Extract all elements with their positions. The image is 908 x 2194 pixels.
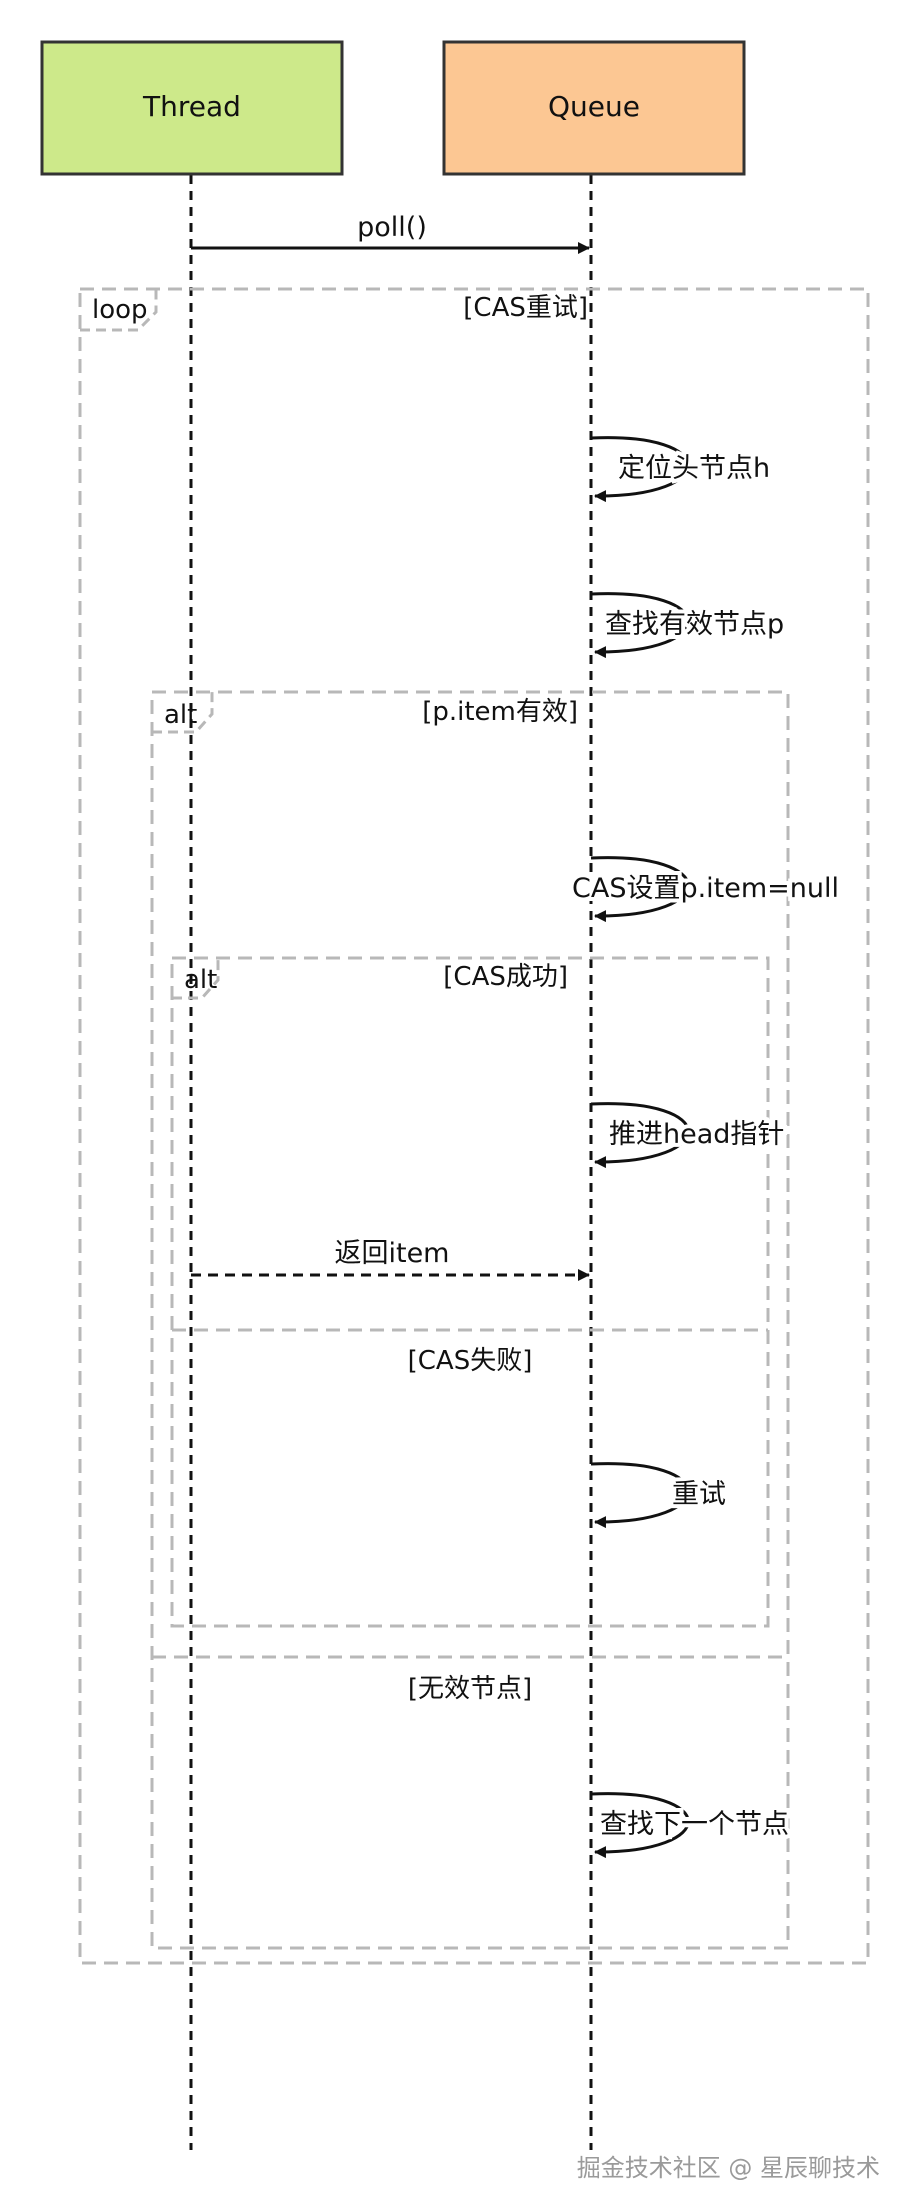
message-return-item-label: 返回item (334, 1238, 449, 1269)
message-find-next-arrow (590, 1792, 690, 1859)
message-cas-set-arrow (590, 856, 690, 923)
message-find-next-label: 查找下一个节点 (600, 1809, 789, 1840)
alt-cas-else-guard: [CAS失败] (408, 1346, 533, 1376)
alt-item-else-guard: [无效节点] (408, 1674, 532, 1704)
watermark: 掘金技术社区 @ 星辰聊技术 (577, 2154, 880, 2182)
participant-queue-box (442, 40, 746, 176)
message-retry-arrow (590, 1462, 690, 1529)
loop-frame-operator: loop (92, 295, 148, 325)
participant-thread: Thread (40, 40, 344, 176)
alt-cas-frame-guard: [CAS成功] (443, 962, 568, 992)
message-locate-head-arrow (590, 436, 690, 503)
alt-item-frame-border (150, 690, 790, 1950)
alt-item-frame-guard: [p.item有效] (422, 697, 578, 727)
loop-frame: loop [CAS重试] (78, 287, 870, 1965)
alt-cas-frame: alt [CAS成功] [CAS失败] (170, 956, 770, 1628)
loop-frame-tab (80, 289, 158, 332)
alt-cas-frame-border (170, 956, 770, 1628)
alt-cas-frame-tab (172, 958, 220, 1000)
alt-cas-frame-operator: alt (184, 965, 217, 995)
participant-thread-box (40, 40, 344, 176)
participant-thread-label: Thread (142, 90, 241, 123)
message-advance-head-arrow (590, 1102, 690, 1169)
message-advance-head-label: 推进head指针 (609, 1119, 784, 1150)
message-poll-label: poll() (357, 212, 427, 243)
participant-queue: Queue (442, 40, 746, 176)
message-retry-label: 重试 (672, 1479, 726, 1510)
message-find-valid: 查找有效节点p (590, 592, 788, 659)
participant-queue-label: Queue (548, 90, 640, 123)
loop-frame-guard: [CAS重试] (463, 293, 588, 323)
message-locate-head-label: 定位头节点h (618, 453, 770, 484)
alt-item-frame: alt [p.item有效] [无效节点] (150, 690, 790, 1950)
message-find-valid-label: 查找有效节点p (605, 609, 784, 640)
message-cas-set: CAS设置p.item=null (568, 856, 843, 923)
message-find-next: 查找下一个节点 (590, 1792, 793, 1859)
message-advance-head: 推进head指针 (590, 1102, 788, 1169)
message-cas-set-label: CAS设置p.item=null (572, 873, 839, 904)
message-find-valid-arrow (590, 592, 690, 659)
message-poll: poll() (191, 212, 590, 254)
message-locate-head: 定位头节点h (590, 436, 774, 503)
message-return-item: 返回item (191, 1238, 590, 1281)
alt-item-frame-operator: alt (164, 700, 197, 730)
message-retry: 重试 (590, 1462, 730, 1529)
alt-item-frame-tab (152, 692, 214, 734)
